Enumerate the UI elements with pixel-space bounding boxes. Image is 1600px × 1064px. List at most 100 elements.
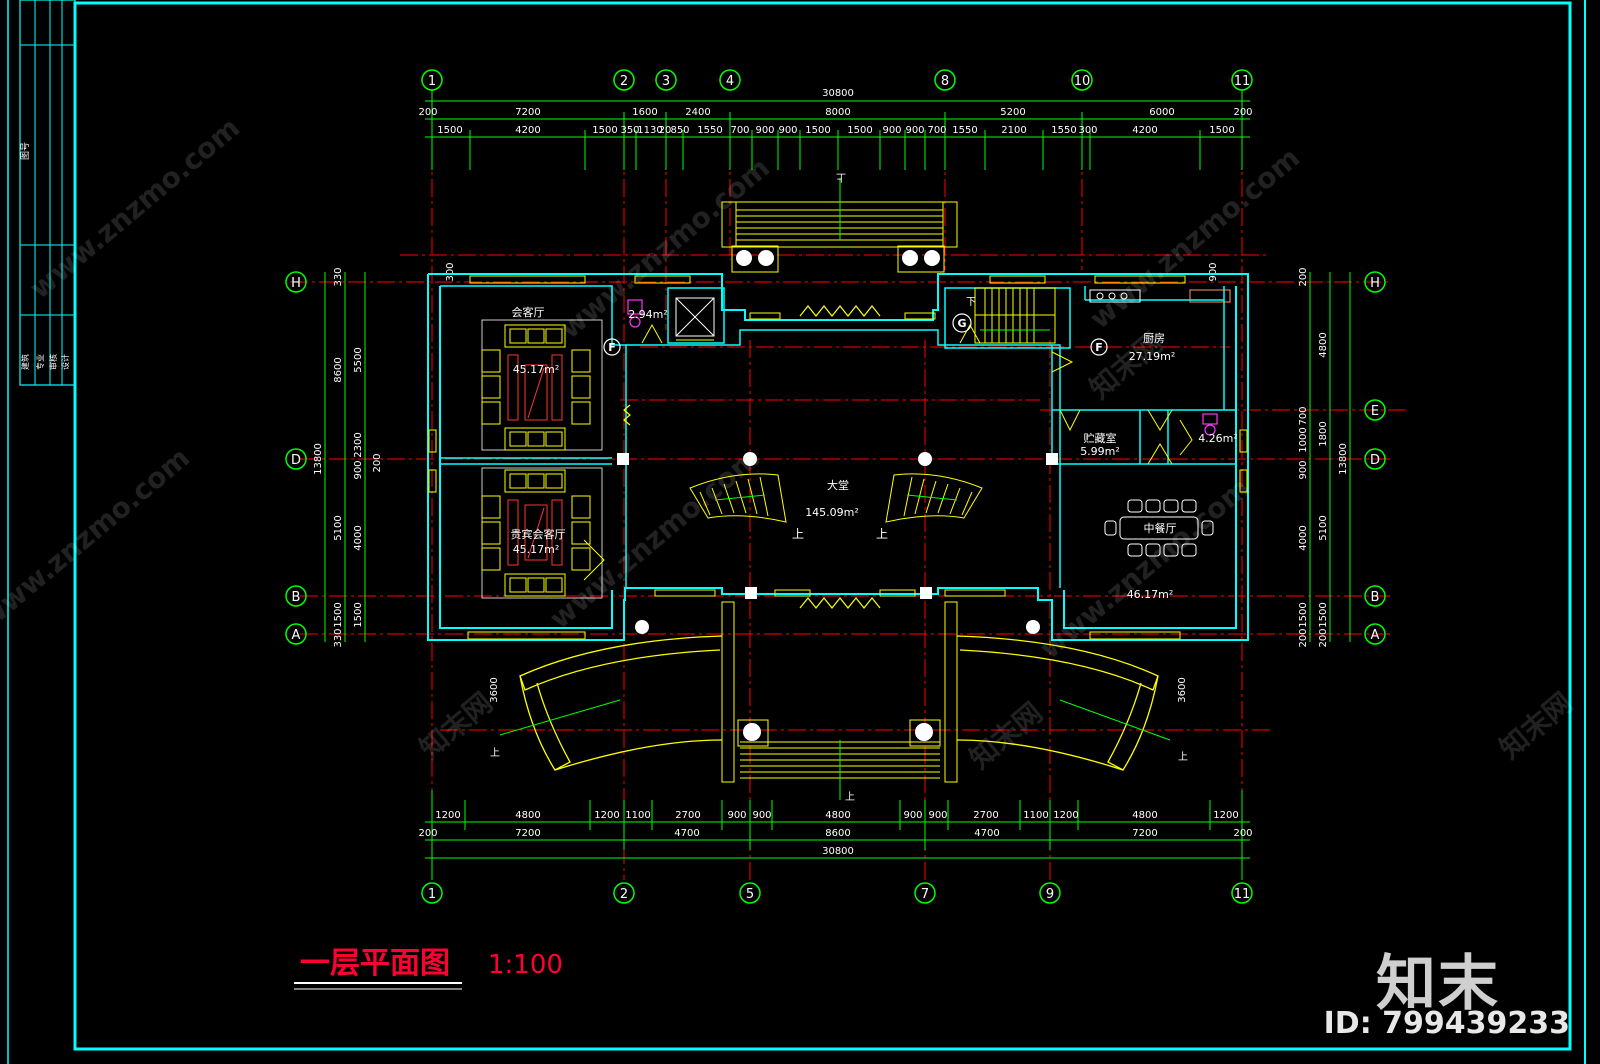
stair-down-label: 上 — [836, 171, 846, 183]
side-ramps — [519, 635, 1159, 771]
dim-top-row2: 1500 — [437, 125, 462, 136]
room-area-vip: 45.17m² — [513, 543, 560, 556]
dim-bottom-row2: 4700 — [974, 828, 999, 839]
dim-top-row2: 850 — [670, 125, 689, 136]
lobby-stair-arrows — [714, 494, 958, 501]
axis-label-top: 10 — [1074, 74, 1091, 89]
dim-top-row1: 7200 — [515, 107, 540, 118]
drawing-title-group: 一层平面图 1:100 — [294, 946, 563, 990]
dim-bottom-row2: 7200 — [515, 828, 540, 839]
dim-left-inner: 1500 — [353, 602, 364, 627]
room-name-lobby: 大堂 — [827, 478, 849, 492]
axis-label-bottom: 5 — [746, 887, 754, 902]
dim-left-outer: 330 — [333, 628, 344, 647]
dim-right-inner: 200 — [1298, 267, 1309, 286]
axis-label-right: B — [1371, 590, 1380, 605]
dim-left-outer: 330 — [333, 267, 344, 286]
dim-left-inner: 2300 — [353, 432, 364, 457]
title-block-label: 专业 — [35, 354, 45, 370]
axis-label-left: H — [291, 276, 301, 291]
dim-left-outer: 5100 — [333, 515, 344, 540]
dim-bottom-row1: 2700 — [973, 810, 998, 821]
axis-label-bottom: 1 — [428, 887, 436, 902]
axis-label-right: H — [1370, 276, 1380, 291]
dim-right-outer: 5100 — [1318, 515, 1329, 540]
top-columns — [731, 245, 945, 273]
elevator — [675, 297, 715, 341]
dim-top-row2: 1500 — [592, 125, 617, 136]
room-name-meeting: 会客厅 — [512, 305, 545, 319]
dim-bottom-row1: 900 — [727, 810, 746, 821]
room-area-toilet-left: 2.94m² — [628, 308, 668, 321]
meeting-room-furniture — [481, 319, 603, 451]
dim-left-inner: 200 — [372, 453, 383, 472]
dim-right-inner: 700 — [1298, 406, 1309, 425]
dim-top-row1: 200 — [1233, 107, 1252, 118]
side-ramp-arrows — [499, 699, 1171, 741]
main-stair — [974, 287, 1056, 344]
dimension-ticks — [464, 112, 1211, 850]
dim-side-stair: 3600 — [1177, 677, 1188, 702]
dim-top-row1: 200 — [418, 107, 437, 118]
dim-side-stair: 3600 — [489, 677, 500, 702]
axis-label-bottom: 2 — [620, 887, 628, 902]
dim-top-row1: 5200 — [1000, 107, 1025, 118]
room-area-kitchen: 27.19m² — [1129, 350, 1176, 363]
dim-bottom-row2: 7200 — [1132, 828, 1157, 839]
dim-bottom-row1: 900 — [928, 810, 947, 821]
stair-up-label: 上 — [1178, 751, 1188, 763]
dim-left-total: 13800 — [313, 443, 324, 475]
dim-top-row2: 1550 — [952, 125, 977, 136]
dim-top-row2: 900 — [755, 125, 774, 136]
dim-top-row2: 4200 — [515, 125, 540, 136]
room-area-meeting: 45.17m² — [513, 363, 560, 376]
drawing-frame — [7, 0, 1586, 1064]
dim-top-row2: 350 — [620, 125, 639, 136]
axis-label-top: 4 — [726, 74, 734, 89]
lobby-columns — [617, 452, 1058, 634]
dim-bottom-row2: 8600 — [825, 828, 850, 839]
drawing-scale: 1:100 — [488, 950, 563, 980]
dim-right-inner: 4000 — [1298, 525, 1309, 550]
dim-top-row1: 8000 — [825, 107, 850, 118]
dim-top-row2: 700 — [927, 125, 946, 136]
dim-top-row2: 1500 — [1209, 125, 1234, 136]
axis-label-bottom: 7 — [921, 887, 929, 902]
axis-label-top: 8 — [941, 74, 949, 89]
dim-top-row2: 1500 — [847, 125, 872, 136]
axis-label-left: D — [291, 453, 301, 468]
dim-bottom-row1: 900 — [752, 810, 771, 821]
room-area-lobby: 145.09m² — [805, 506, 859, 519]
axis-label-left: B — [292, 590, 301, 605]
dim-top-overall: 30800 — [822, 88, 854, 99]
dim-right-outer: 200 — [1318, 628, 1329, 647]
dim-top-row2: 1130 — [637, 125, 662, 136]
stair-down-label: 下 — [966, 297, 976, 308]
dim-bottom-row1: 4800 — [515, 810, 540, 821]
fire-marker-label: G — [957, 317, 966, 330]
stair-up-label: 上 — [792, 527, 804, 541]
door-swings — [583, 323, 1193, 581]
dim-top-row2: 1550 — [1051, 125, 1076, 136]
dim-misc: 900 — [1208, 262, 1219, 281]
dim-top-row2: 1500 — [805, 125, 830, 136]
dim-bottom-row1: 1100 — [1023, 810, 1048, 821]
dim-bottom-row1: 2700 — [675, 810, 700, 821]
axis-label-right: E — [1371, 404, 1379, 419]
vip-room-furniture — [481, 467, 603, 599]
dim-bottom-row2: 200 — [418, 828, 437, 839]
building-walls — [427, 273, 1249, 641]
room-name-dining: 中餐厅 — [1144, 521, 1177, 535]
dim-top-row2: 900 — [905, 125, 924, 136]
axis-label-top: 2 — [620, 74, 628, 89]
stair-up-label: 上 — [845, 791, 855, 803]
dim-bottom-overall: 30800 — [822, 846, 854, 857]
dim-bottom-row1: 1200 — [1053, 810, 1078, 821]
dim-right-outer: 4800 — [1318, 332, 1329, 357]
dim-bottom-row1: 900 — [903, 810, 922, 821]
left-axis-bubbles — [285, 271, 307, 645]
axis-label-top: 3 — [662, 74, 670, 89]
dim-bottom-row1: 1100 — [625, 810, 650, 821]
dim-bottom-row1: 4800 — [825, 810, 850, 821]
